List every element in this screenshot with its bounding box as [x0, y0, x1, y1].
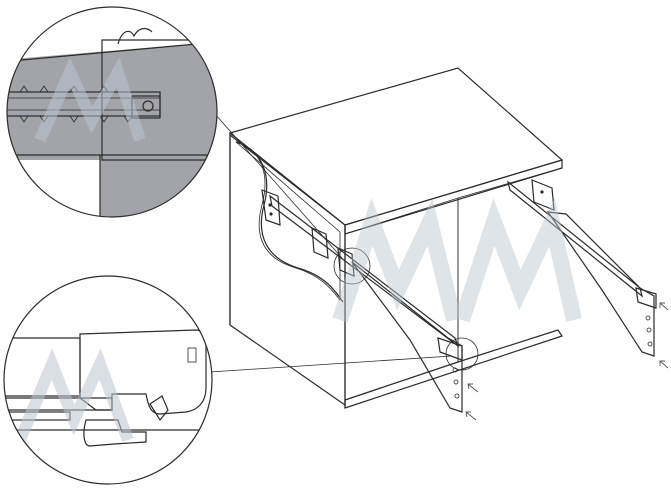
cabinet-panel-curve	[235, 141, 344, 303]
left-rear-bracket	[261, 189, 281, 226]
cabinet	[228, 67, 564, 409]
left-detail-marker	[333, 247, 371, 285]
detail-view-front	[3, 275, 213, 485]
right-rear-bracket	[531, 179, 555, 211]
arrow-icon	[465, 302, 669, 421]
left-runner	[261, 189, 479, 413]
detail-view-rear	[6, 6, 218, 218]
right-drawer-front-block	[635, 287, 657, 309]
watermark-logo	[332, 197, 582, 323]
right-runner-rail	[506, 180, 644, 298]
left-runner-clip	[311, 227, 329, 259]
cabinet-panel-cutout	[235, 141, 341, 302]
cabinet-top-panel	[228, 67, 564, 226]
left-runner-clip-2	[337, 247, 355, 277]
right-runner	[506, 179, 657, 357]
right-drawer-bracket	[546, 211, 655, 357]
front-detail-marker	[445, 337, 479, 371]
left-runner-rail	[269, 194, 460, 348]
left-drawer-front-block	[437, 337, 463, 361]
left-drawer-bracket	[351, 261, 463, 413]
